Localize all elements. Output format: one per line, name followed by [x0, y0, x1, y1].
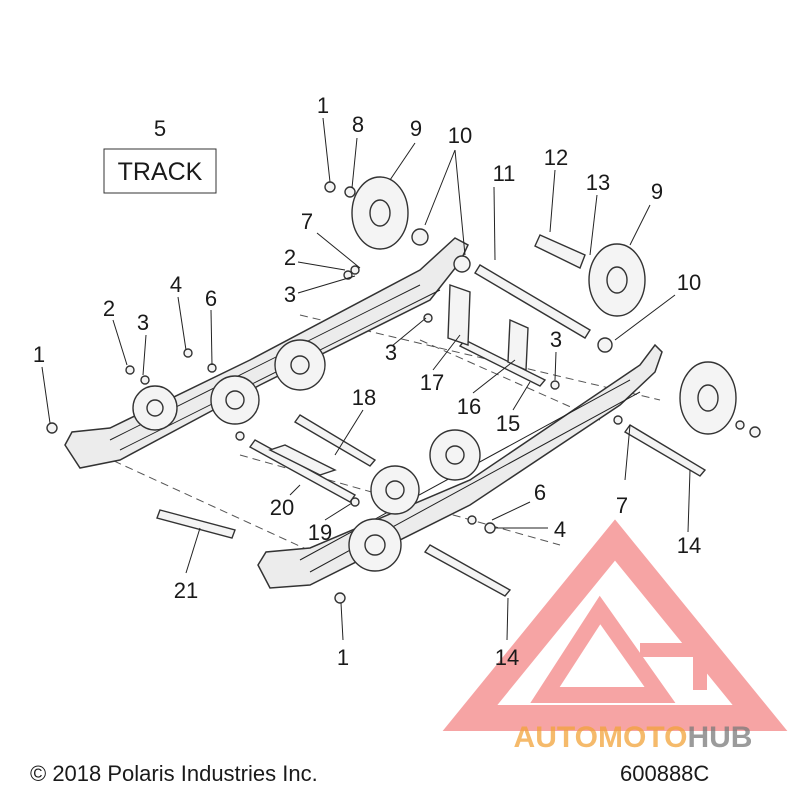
callout-label: 6 [534, 480, 546, 505]
track-label-box [103, 148, 217, 194]
callout-label: 9 [410, 116, 422, 141]
callout-label: 8 [352, 112, 364, 137]
callout-label: 19 [308, 520, 332, 545]
callout-label: 10 [448, 123, 472, 148]
callout-label: 7 [616, 493, 628, 518]
watermark-brand-part2: HUB [687, 721, 752, 754]
callout-label: 4 [554, 517, 566, 542]
callout-label: 17 [420, 370, 444, 395]
callout-leaders [41, 117, 691, 641]
callout-label: 21 [174, 578, 198, 603]
watermark-brand-part1: AUTOMOTO [514, 721, 688, 754]
callout-label: 15 [496, 411, 520, 436]
idler-wheels [351, 176, 737, 435]
callout-label: 3 [137, 310, 149, 335]
right-rail [257, 343, 663, 589]
callout-label: 5 [154, 116, 166, 141]
callout-label: 2 [284, 245, 296, 270]
callout-label: 10 [677, 270, 701, 295]
callout-label: 14 [677, 533, 701, 558]
callout-label: 3 [550, 327, 562, 352]
callout-label: 16 [457, 394, 481, 419]
callout-label: 1 [33, 342, 45, 367]
drawing-number: 600888C [620, 761, 709, 786]
callout-label: 6 [205, 286, 217, 311]
hardware [46, 181, 761, 604]
callout-label: 14 [495, 645, 519, 670]
callout-label: 1 [337, 645, 349, 670]
callout-numbers: 1 8 9 10 11 12 13 9 5 7 2 3 4 2 3 6 1 10… [33, 93, 701, 670]
track-label: TRACK [118, 158, 203, 186]
callout-label: 4 [170, 272, 182, 297]
callout-label: 13 [586, 170, 610, 195]
left-rail [64, 237, 469, 469]
callout-label: 3 [385, 340, 397, 365]
callout-label: 12 [544, 145, 568, 170]
callout-label: 2 [103, 296, 115, 321]
watermark-brand: AUTOMOTOHUB [514, 721, 753, 754]
callout-label: 3 [284, 282, 296, 307]
callout-label: 9 [651, 179, 663, 204]
copyright-text: © 2018 Polaris Industries Inc. [30, 761, 318, 786]
callout-label: 7 [301, 209, 313, 234]
callout-label: 1 [317, 93, 329, 118]
callout-label: 11 [493, 161, 516, 186]
callout-label: 20 [270, 495, 294, 520]
watermark-logo [442, 519, 788, 731]
callout-label: 18 [352, 385, 376, 410]
shafts [156, 234, 707, 597]
